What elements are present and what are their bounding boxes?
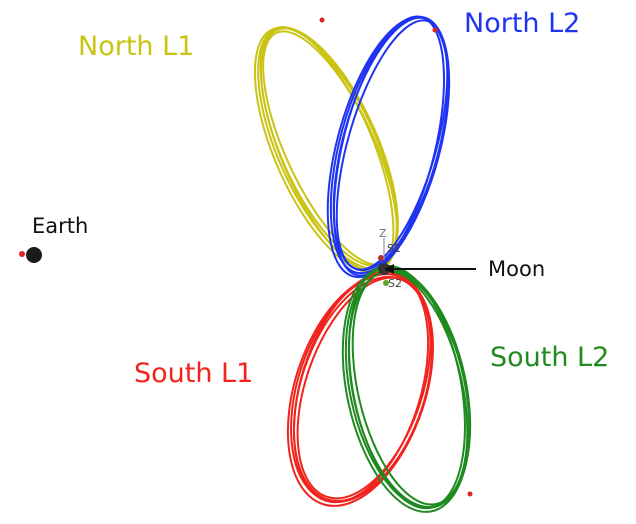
marker-s2-label: S2 [388,277,402,290]
north-l2-label: North L2 [464,8,581,39]
moon-label: Moon [488,257,546,281]
marker-s1-label: S1 [387,242,401,255]
orbit-marker-dot [319,17,325,23]
south-l1-orbit [286,270,434,507]
earth-marker [19,247,42,263]
north-l2-orbit [326,15,451,279]
south-l1-label: South L1 [134,358,254,389]
axis-z-label: Z [379,227,387,240]
south-l2-label: South L2 [490,342,610,373]
north-l1-label: North L1 [78,31,195,62]
orbit-marker-dot [432,27,438,33]
orbit-marker-dot [467,491,473,497]
earth-label: Earth [32,214,89,238]
